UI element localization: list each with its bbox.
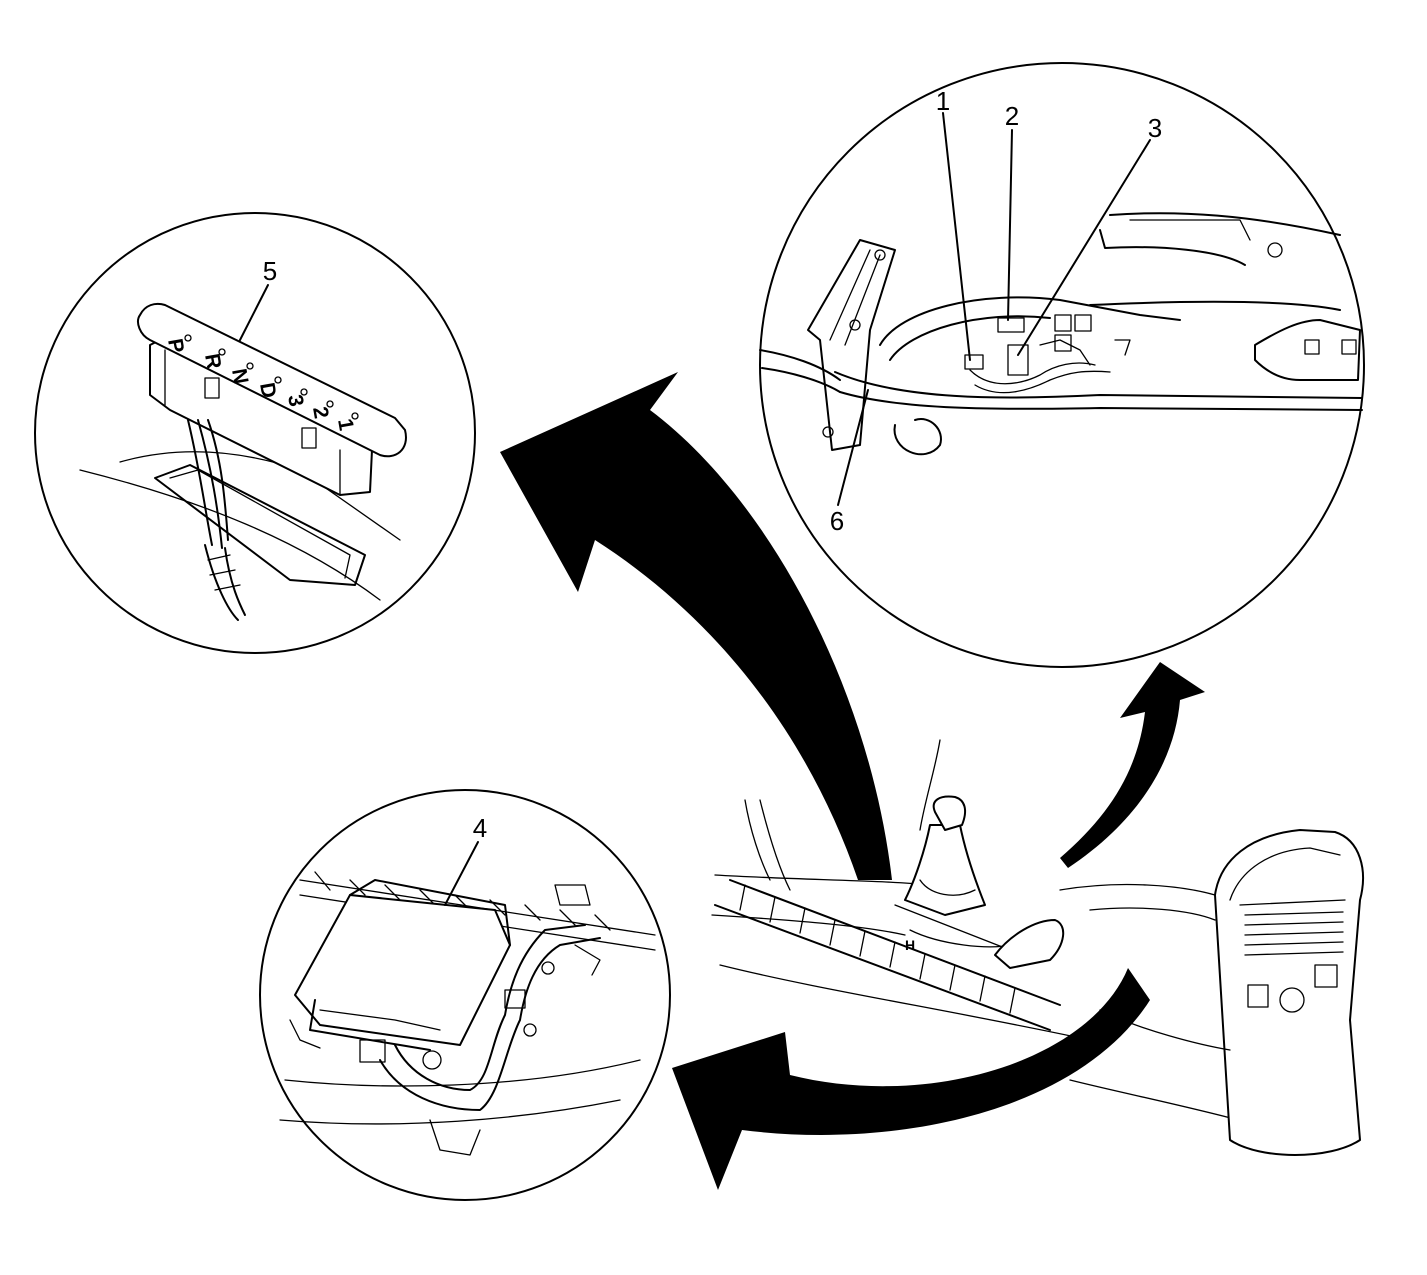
callout-3: 3 [1148,113,1162,143]
arrow-to-upper-console-detail [1060,662,1205,868]
rear-console-vent-panel [1214,829,1364,1156]
gear-label-2: 2 [308,405,333,421]
leader-line-5 [239,284,269,341]
arrow-to-shift-indicator [500,372,892,880]
gear-label-3: 3 [283,393,308,409]
gear-shift-boot [904,824,986,916]
gear-label-d: D [255,381,280,400]
leader-line-4 [444,841,479,906]
svg-text:H: H [905,937,915,953]
gear-label-r: R [200,352,225,371]
leader-line-2 [1007,129,1013,321]
gear-label-1: 1 [333,417,358,433]
gear-label-p: P [163,337,188,355]
upper-console-detail [759,62,1365,668]
center-console-overview: H [711,739,1364,1156]
callout-6: 6 [830,506,844,536]
leader-line-1 [942,112,971,361]
leader-line-3 [1017,139,1151,356]
gear-shift-knob [932,795,967,831]
leader-line-6 [837,389,869,506]
callout-5: 5 [263,256,277,286]
shift-indicator-detail: P R N D 3 2 1 [34,212,476,654]
callout-1: 1 [936,86,950,116]
gear-label-n: N [227,367,252,386]
callout-4: 4 [473,813,487,843]
callout-2: 2 [1005,101,1019,131]
shift-indicator-bezel [137,302,407,458]
arrow-to-module-detail [672,968,1150,1190]
module-detail [259,789,671,1201]
